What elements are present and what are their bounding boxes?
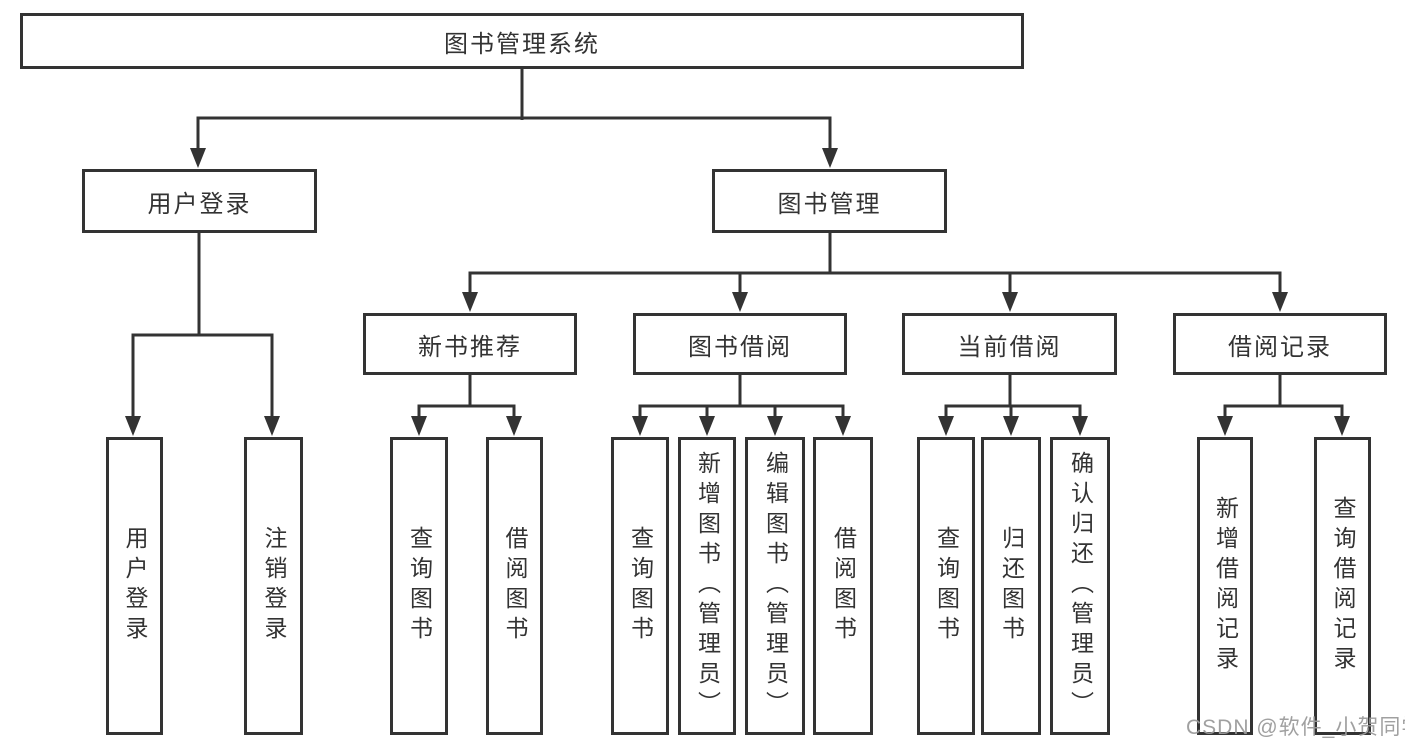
node-user-login: 用户登录 [82, 169, 317, 233]
leaf-query-books-recommend: 查询图书 [390, 437, 448, 735]
leaf-label: 编辑图书（管理员） [762, 451, 789, 721]
node-current-borrowing: 当前借阅 [902, 313, 1117, 375]
node-book-borrowing: 图书借阅 [633, 313, 847, 375]
leaf-logout: 注销登录 [244, 437, 303, 735]
leaf-label: 新增借阅记录 [1212, 496, 1239, 676]
leaf-label: 查询图书 [627, 526, 654, 646]
arrowheads [125, 148, 1350, 436]
node-book-management: 图书管理 [712, 169, 947, 233]
leaf-label: 确认归还（管理员） [1067, 451, 1094, 721]
leaf-query-books-borrow: 查询图书 [611, 437, 669, 735]
leaf-query-borrow-record: 查询借阅记录 [1314, 437, 1371, 735]
leaf-label: 查询图书 [406, 526, 433, 646]
leaf-label: 用户登录 [122, 526, 148, 646]
leaf-label: 查询图书 [933, 526, 960, 646]
leaf-label: 新增图书（管理员） [694, 451, 721, 721]
leaf-label: 借阅图书 [830, 526, 857, 646]
watermark-text: CSDN @软件_小贺同学 [1186, 716, 1405, 739]
leaf-borrow-books-recommend: 借阅图书 [486, 437, 543, 735]
node-borrowing-records: 借阅记录 [1173, 313, 1387, 375]
leaf-label: 注销登录 [261, 526, 287, 646]
leaf-label: 借阅图书 [502, 526, 528, 646]
leaf-user-login: 用户登录 [106, 437, 163, 735]
leaf-confirm-return-admin: 确认归还（管理员） [1050, 437, 1110, 735]
leaf-edit-books-admin: 编辑图书（管理员） [745, 437, 805, 735]
leaf-add-books-admin: 新增图书（管理员） [678, 437, 736, 735]
leaf-label: 查询借阅记录 [1330, 496, 1356, 676]
leaf-query-books-current: 查询图书 [917, 437, 975, 735]
leaf-borrow-books: 借阅图书 [813, 437, 873, 735]
leaf-label: 归还图书 [998, 526, 1025, 646]
node-library-system: 图书管理系统 [20, 13, 1024, 69]
leaf-return-books: 归还图书 [981, 437, 1041, 735]
node-new-book-recommendation: 新书推荐 [363, 313, 577, 375]
leaf-add-borrow-record: 新增借阅记录 [1197, 437, 1253, 735]
